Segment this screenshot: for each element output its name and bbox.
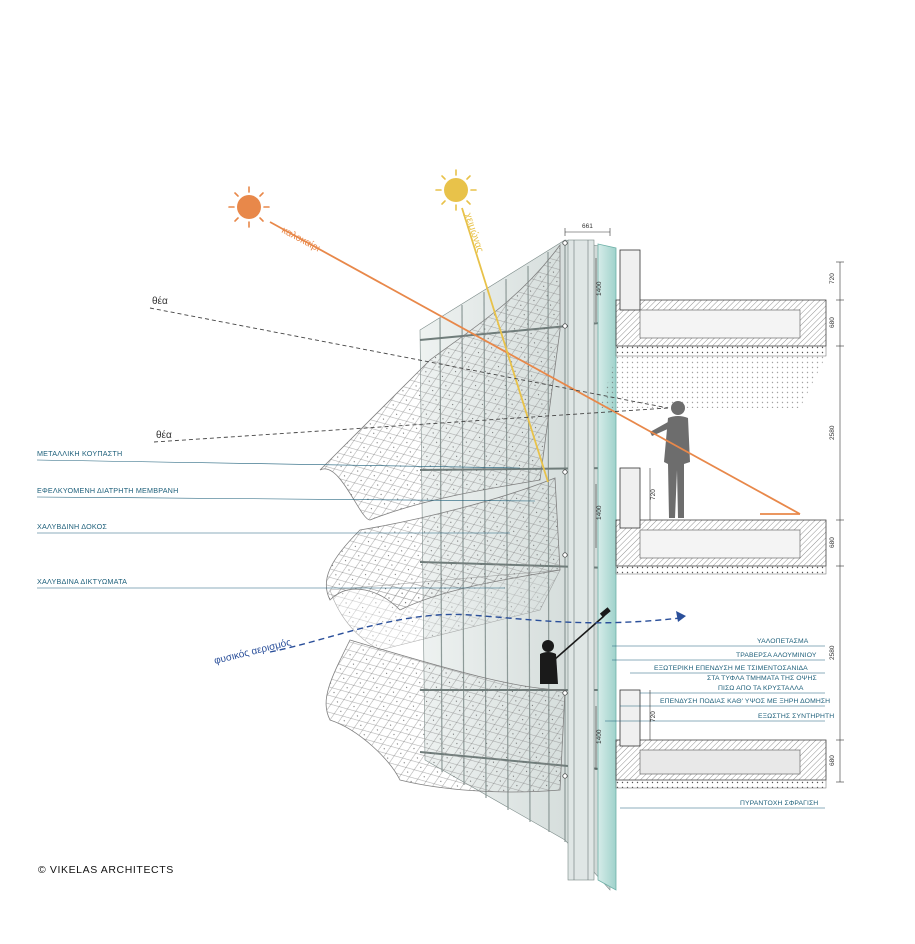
- copyright-credit: © VIKELAS ARCHITECTS: [38, 864, 174, 876]
- view-label-lower: θέα: [156, 429, 172, 441]
- right-label-7: ΕΞΩΣΤΗΣ ΣΥΝΤΗΡΗΤΗ: [758, 713, 834, 720]
- right-label-5: ΠΙΣΩ ΑΠΟ ΤΑ ΚΡΥΣΤΑΛΛΑ: [718, 685, 804, 692]
- right-label-1: ΥΑΛΟΠΕΤΑΣΜΑ: [757, 638, 809, 645]
- dim-inner-1: 1400: [596, 281, 603, 296]
- summer-label: καλοκαίρι: [280, 224, 323, 254]
- membrane-shades: [319, 243, 566, 793]
- slab-1: [600, 299, 827, 408]
- sun-summer-icon: [228, 186, 270, 228]
- view-lines: θέα θέα: [149, 295, 669, 443]
- ventilation-arrow-icon: [676, 611, 686, 622]
- dim-top: 661: [582, 223, 593, 230]
- membrane-bottom: [325, 639, 566, 793]
- slab-3: [615, 739, 827, 789]
- dim-right-3: 2580: [829, 425, 836, 440]
- dim-right-1: 720: [829, 273, 836, 284]
- left-labels: ΜΕΤΑΛΛΙΚΗ ΚΟΥΠΑΣΤΗ ΕΦΕΛΚΥΟΜΕΝΗ ΔΙΑΤΡΗΤΗ …: [36, 449, 536, 589]
- dimension-texts: 661 720 680 2580 680 2580 680 1400 720 1…: [582, 223, 836, 766]
- ventilation-path: [269, 613, 681, 653]
- right-label-2: ΤΡΑΒΕΡΣΑ ΑΛΟΥΜΙΝΙΟΥ: [736, 652, 817, 659]
- dimension-lines: [564, 228, 844, 783]
- dim-right-5: 2580: [829, 645, 836, 660]
- slab-2: [615, 519, 827, 575]
- left-label-3: ΧΑΛΥΒΔΙΝΗ ΔΟΚΟΣ: [37, 522, 107, 531]
- outer-glass-pane: [597, 243, 617, 891]
- left-label-2: ΕΦΕΛΚΥΟΜΕΝΗ ΔΙΑΤΡΗΤΗ ΜΕΜΒΡΑΝΗ: [37, 486, 178, 495]
- dim-right-4: 680: [829, 537, 836, 548]
- membrane-lower-fold: [329, 569, 561, 651]
- right-label-3: ΕΞΩΤΕΡΙΚΗ ΕΠΕΝΔΥΣΗ ΜΕ ΤΣΙΜΕΝΤΟΣΑΝΙΔΑ: [654, 665, 808, 672]
- left-label-1: ΜΕΤΑΛΛΙΚΗ ΚΟΥΠΑΣΤΗ: [37, 449, 122, 458]
- ventilation-label: φυσικός αερισμός: [213, 636, 293, 667]
- dim-inner-2: 720: [650, 489, 657, 500]
- person-standing: [650, 401, 690, 518]
- dim-right-2: 680: [829, 317, 836, 328]
- summer-sun-ray: [269, 221, 801, 515]
- dim-inner-4: 720: [650, 711, 657, 722]
- membrane-top: [319, 243, 561, 521]
- winter-label: χειμώνας: [462, 211, 486, 254]
- right-labels: ΥΑΛΟΠΕΤΑΣΜΑ ΤΡΑΒΕΡΣΑ ΑΛΟΥΜΙΝΙΟΥ ΕΞΩΤΕΡΙΚ…: [605, 638, 834, 809]
- floor-slabs: [600, 249, 827, 789]
- connection-nodes: [562, 240, 568, 779]
- edge-column: [567, 239, 595, 881]
- left-label-4: ΧΑΛΥΒΔΙΝΑ ΔΙΚΤΥΩΜΑΤΑ: [37, 577, 127, 586]
- dim-inner-5: 1400: [596, 729, 603, 744]
- view-label-upper: θέα: [152, 295, 168, 307]
- sun-winter-icon: [435, 169, 477, 211]
- right-label-4: ΣΤΑ ΤΥΦΛΑ ΤΜΗΜΑΤΑ ΤΗΣ ΟΨΗΣ: [707, 675, 817, 682]
- dim-inner-3: 1400: [596, 505, 603, 520]
- right-label-6: ΕΠΕΝΔΥΣΗ ΠΟΔΙΑΣ ΚΑΘ' ΥΨΟΣ ΜΕ ΞΗΡΗ ΔΟΜΗΣΗ: [660, 698, 830, 705]
- winter-sun-ray: [461, 207, 549, 483]
- right-label-8: ΠΥΡΑΝΤΟΧΗ ΣΦΡΑΓΙΣΗ: [740, 800, 818, 807]
- dim-right-6: 680: [829, 755, 836, 766]
